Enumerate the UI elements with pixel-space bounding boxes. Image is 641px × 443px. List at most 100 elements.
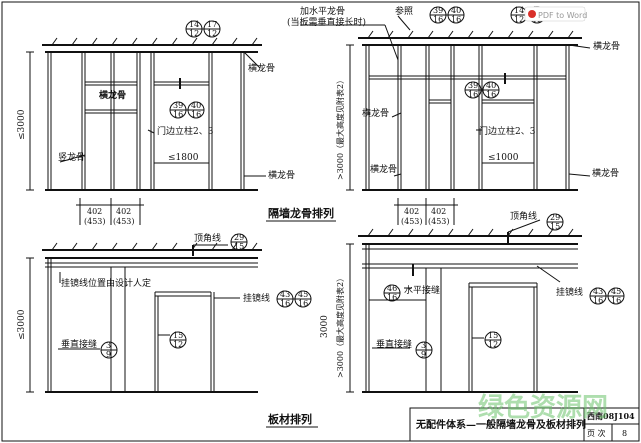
right-top-beam-label: 横龙骨 bbox=[593, 40, 620, 52]
svg-text:12: 12 bbox=[173, 340, 183, 349]
left-dim-b: 402 bbox=[116, 207, 131, 216]
svg-text:45: 45 bbox=[298, 290, 308, 299]
ref-bubble-br-door: 15 12 bbox=[484, 331, 502, 349]
left-vertical-stud-label: 竖龙骨 bbox=[58, 151, 85, 163]
ref-bubble-top-left: 14 17 12 12 bbox=[185, 20, 221, 38]
svg-text:14: 14 bbox=[189, 20, 199, 29]
br-corner-line-label: 顶角线 bbox=[510, 210, 537, 222]
page-label: 页 次 bbox=[587, 428, 606, 438]
svg-text:39: 39 bbox=[468, 81, 478, 90]
ref-bubble-top-right-a: 39 40 16 16 bbox=[429, 6, 465, 24]
svg-text:17: 17 bbox=[207, 20, 217, 29]
left-door-width-label: ≤1800 bbox=[168, 153, 199, 163]
title-block bbox=[409, 407, 640, 442]
page-number: 8 bbox=[622, 429, 627, 438]
svg-text:12: 12 bbox=[488, 340, 498, 349]
svg-text:16: 16 bbox=[191, 110, 201, 119]
svg-text:29: 29 bbox=[234, 233, 244, 242]
svg-text:9: 9 bbox=[421, 350, 426, 359]
ref-bubble-br-joint: 3 9 bbox=[415, 341, 433, 359]
right-dim-b-alt: (453) bbox=[428, 217, 450, 226]
svg-text:15: 15 bbox=[550, 222, 560, 231]
svg-text:16: 16 bbox=[433, 15, 443, 24]
right-bottom-left-beam-label: 横龙骨 bbox=[370, 163, 397, 175]
bl-mirror-note-label: 挂镜线位置由设计人定 bbox=[61, 277, 151, 289]
ref-bubble-br-hjoint: 46 16 bbox=[383, 284, 401, 302]
top-right-stud-layout bbox=[300, 15, 591, 225]
ref-bubble-bl-door: 15 12 bbox=[169, 331, 187, 349]
bottom-section-title: 板材排列 bbox=[268, 412, 312, 426]
svg-text:43: 43 bbox=[593, 287, 603, 296]
svg-text:43: 43 bbox=[280, 290, 290, 299]
right-dim-a-alt: (453) bbox=[401, 217, 423, 226]
left-dim-b-alt: (453) bbox=[113, 217, 135, 226]
svg-text:12: 12 bbox=[514, 15, 524, 24]
svg-text:3: 3 bbox=[106, 341, 111, 350]
svg-text:15: 15 bbox=[234, 242, 244, 251]
svg-text:14: 14 bbox=[514, 6, 524, 15]
svg-text:45: 45 bbox=[611, 287, 621, 296]
svg-text:40: 40 bbox=[191, 101, 201, 110]
top-left-stud-layout bbox=[26, 37, 266, 225]
br-mirror-line-label: 挂镜线 bbox=[556, 286, 583, 298]
svg-text:40: 40 bbox=[451, 6, 461, 15]
left-dim-a-alt: (453) bbox=[84, 217, 106, 226]
right-ref-label: 参照 bbox=[395, 5, 413, 17]
bl-vertical-joint-label: 垂直接缝 bbox=[61, 338, 97, 350]
svg-text:12: 12 bbox=[189, 29, 199, 38]
svg-text:16: 16 bbox=[173, 110, 183, 119]
left-height-label: ≤3000 bbox=[17, 109, 27, 140]
bottom-left-panel-layout bbox=[26, 242, 262, 393]
br-vertical-joint-label: 垂直接缝 bbox=[376, 338, 412, 350]
right-bottom-right-beam-label: 横龙骨 bbox=[592, 167, 619, 179]
left-dim-a: 402 bbox=[87, 207, 102, 216]
svg-text:39: 39 bbox=[433, 6, 443, 15]
svg-text:16: 16 bbox=[468, 90, 478, 99]
svg-text:29: 29 bbox=[550, 213, 560, 222]
left-bottom-header-label: 横龙骨 bbox=[268, 169, 295, 181]
svg-text:16: 16 bbox=[451, 15, 461, 24]
right-height-label: >3000（最大高度见附表2） bbox=[335, 76, 345, 180]
br-horizontal-joint-label: 水平接缝 bbox=[404, 284, 440, 296]
bottom-right-panel-layout bbox=[346, 219, 582, 393]
svg-text:39: 39 bbox=[173, 101, 183, 110]
sheet-title: 无配件体系—一般隔墙龙骨及板材排列 bbox=[415, 418, 586, 431]
svg-text:9: 9 bbox=[106, 350, 111, 359]
ref-bubble-top-left-mid: 39 40 16 16 bbox=[169, 101, 205, 119]
svg-text:12: 12 bbox=[207, 29, 217, 38]
svg-text:16: 16 bbox=[486, 90, 496, 99]
right-add-beam-label: 加水平龙骨 bbox=[300, 5, 345, 17]
svg-text:15: 15 bbox=[173, 331, 183, 340]
right-dim-a: 402 bbox=[404, 207, 419, 216]
left-door-header-label: 横龙骨 bbox=[99, 89, 126, 101]
right-door-stud-label: 门边立柱2、3 bbox=[479, 125, 536, 137]
svg-text:16: 16 bbox=[280, 299, 290, 308]
ref-bubble-top-right-mid: 39 40 16 16 bbox=[464, 81, 500, 99]
svg-text:16: 16 bbox=[387, 293, 397, 302]
ref-bubble-br-corner: 29 15 bbox=[546, 213, 564, 231]
svg-text:3: 3 bbox=[421, 341, 426, 350]
ref-bubble-bl-corner: 29 15 bbox=[230, 233, 248, 251]
svg-text:16: 16 bbox=[611, 296, 621, 305]
top-section-title: 隔墙龙骨排列 bbox=[268, 206, 334, 220]
bl-height-label: ≤3000 bbox=[17, 309, 27, 340]
ref-bubble-bl-joint: 3 9 bbox=[100, 341, 118, 359]
right-dim-b: 402 bbox=[431, 207, 446, 216]
left-right-header-label: 横龙骨 bbox=[248, 62, 275, 74]
right-door-width-label: ≤1000 bbox=[488, 153, 519, 163]
site-watermark: 绿色资源网 bbox=[478, 392, 608, 423]
svg-text:15: 15 bbox=[488, 331, 498, 340]
ref-bubble-br-mirror: 43 45 16 16 bbox=[589, 287, 625, 305]
svg-text:46: 46 bbox=[387, 284, 397, 293]
br-height-num: 3000 bbox=[320, 315, 330, 338]
br-height-label: >3000（最大高度见附表2） bbox=[335, 274, 345, 378]
bl-corner-line-label: 顶角线 bbox=[194, 232, 221, 244]
ref-bubble-bl-mirror: 43 45 16 16 bbox=[276, 290, 312, 308]
atlas-code: 西南08J104 bbox=[587, 411, 635, 421]
pdf-to-word-badge: PDF to Word bbox=[524, 6, 587, 22]
pdf-badge-text: PDF to Word bbox=[538, 11, 587, 20]
right-add-beam-note: (当板需垂直接长时) bbox=[287, 16, 366, 28]
svg-text:40: 40 bbox=[486, 81, 496, 90]
